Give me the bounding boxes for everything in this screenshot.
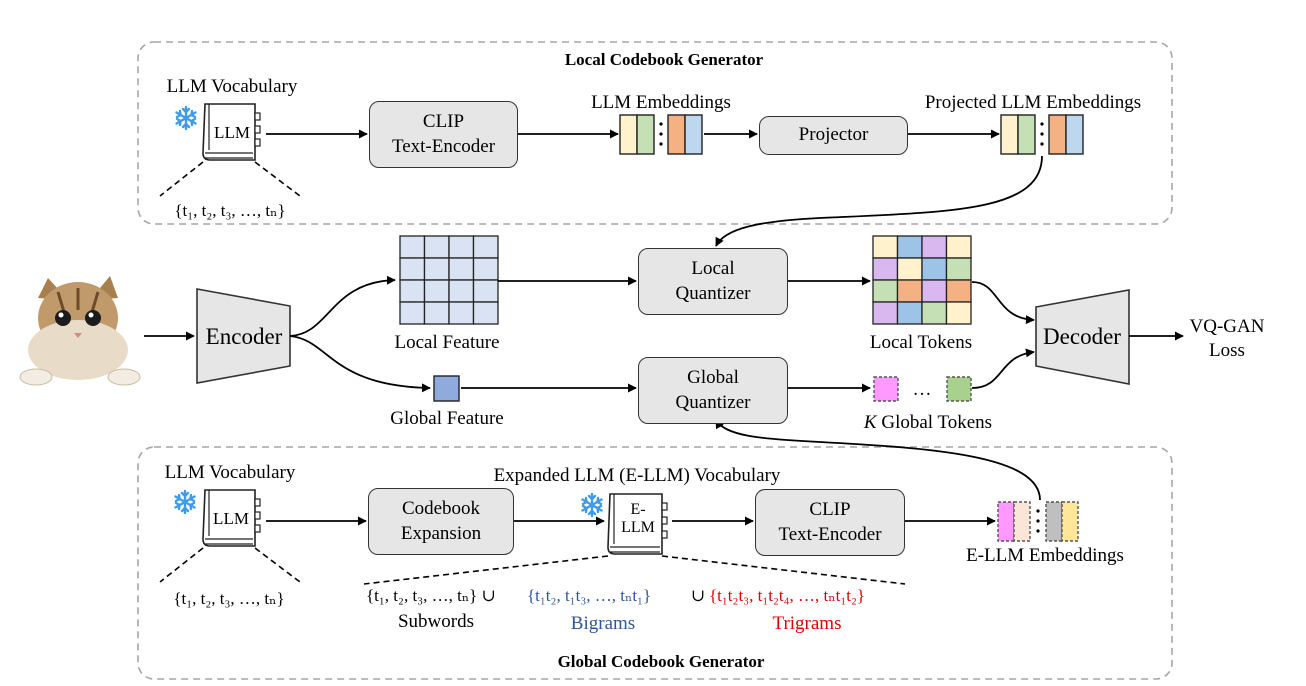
snowflake-frozen-icon (581, 492, 603, 518)
local-quantizer-block: Local Quantizer (638, 248, 788, 315)
token-set-bottom: {t₁, t₂, t₃, …, tₙ} (173, 589, 285, 608)
llm-book-label: LLM (214, 123, 250, 142)
k-global-tokens-label: K Global Tokens (863, 412, 993, 433)
local-token-cell (872, 301, 899, 325)
snowflake-frozen-icon (174, 489, 196, 515)
local-token-cell (945, 279, 972, 303)
local-feature-cell (423, 301, 450, 325)
global-token-first (873, 376, 899, 402)
llm-vocabulary-label: LLM Vocabulary (166, 76, 298, 97)
local-token-cell (896, 301, 923, 325)
local-token-cell (872, 257, 899, 281)
decoder-block (1035, 289, 1130, 385)
local-feature-cell (472, 235, 499, 259)
global-quantizer-block: Global Quantizer (638, 357, 788, 424)
llm-embeddings-icon (619, 114, 703, 155)
local-feature-cell (472, 279, 499, 303)
trigrams-label: Trigrams (772, 613, 842, 634)
local-token-cell (921, 257, 948, 281)
local-token-cell (945, 301, 972, 325)
global-codebook-generator-frame (137, 446, 1173, 680)
local-token-cell (921, 235, 948, 259)
local-codebook-generator-title: Local Codebook Generator (564, 50, 764, 69)
llm-book-label-bottom: LLM (213, 509, 249, 528)
arrow-projected-to-local-quantizer (715, 155, 1043, 247)
local-feature-cell (448, 279, 475, 303)
arrow-encoder-to-global-feature (289, 335, 431, 393)
local-token-cell (921, 279, 948, 303)
token-set-top: {t₁, t₂, t₃, …, tₙ} (174, 201, 286, 220)
local-feature-cell (472, 257, 499, 281)
local-token-cell (921, 301, 948, 325)
local-feature-cell (423, 279, 450, 303)
local-tokens-grid (872, 235, 972, 325)
local-feature-label: Local Feature (394, 332, 500, 353)
arrow-local-tokens-to-decoder (971, 281, 1035, 325)
local-token-cell (896, 257, 923, 281)
local-feature-cell (423, 235, 450, 259)
clip-text-encoder-top: CLIP Text-Encoder (369, 101, 518, 168)
encoder-label: Encoder (205, 324, 283, 349)
e-llm-embeddings-label: E-LLM Embeddings (966, 545, 1124, 566)
local-feature-cell (423, 257, 450, 281)
llm-embeddings-label: LLM Embeddings (591, 92, 731, 113)
local-token-cell (945, 257, 972, 281)
union-symbol: ∪ (691, 586, 706, 605)
local-token-cell (872, 235, 899, 259)
arrow-encoder-to-local-feature (289, 275, 396, 337)
llm-vocabulary-book-icon-bottom (202, 489, 261, 547)
expanded-llm-vocabulary-label: Expanded LLM (E-LLM) Vocabulary (493, 465, 781, 486)
subwords-label: Subwords (397, 611, 475, 632)
local-token-cell (872, 279, 899, 303)
llm-vocabulary-book-icon (202, 103, 261, 161)
e-llm-embeddings-icon (997, 501, 1079, 542)
bigrams-label: Bigrams (570, 613, 636, 634)
trigrams-set: {t₁t₂t₃, t₁t₂t₄, …, tₙt₁t₂} (709, 586, 866, 605)
projected-embeddings-icon (1000, 114, 1084, 155)
e-llm-vocabulary-book-icon (607, 493, 668, 555)
subwords-set: {t₁, t₂, t₃, …, tₙ} ∪ (366, 586, 496, 605)
arrow-global-tokens-to-decoder (971, 348, 1035, 389)
global-feature-label: Global Feature (390, 408, 504, 429)
local-feature-cell (399, 257, 426, 281)
e-llm-book-label-line1: E- (630, 501, 646, 518)
decoder-label: Decoder (1043, 324, 1121, 349)
bigrams-set: {t₁t₂, t₁t₃, …, tₙt₁} (527, 586, 652, 605)
arrow-e-llm-embeddings-to-global-quantizer (715, 419, 1041, 501)
local-feature-cell (472, 301, 499, 325)
global-token-last (946, 376, 972, 402)
vq-gan-loss-line1: VQ-GAN (1189, 316, 1265, 337)
snowflake-frozen-icon (175, 105, 197, 131)
local-token-cell (896, 279, 923, 303)
local-token-cell (896, 235, 923, 259)
projected-llm-embeddings-label: Projected LLM Embeddings (924, 92, 1142, 113)
cat-input-image (19, 276, 141, 386)
global-feature-cell (433, 375, 460, 402)
local-feature-cell (448, 235, 475, 259)
vq-gan-loss-line2: Loss (1209, 340, 1245, 361)
local-feature-cell (399, 235, 426, 259)
local-token-cell (945, 235, 972, 259)
local-feature-cell (448, 257, 475, 281)
llm-vocabulary-label-bottom: LLM Vocabulary (164, 462, 296, 483)
clip-text-encoder-bottom: CLIP Text-Encoder (755, 489, 905, 556)
codebook-expansion-block: Codebook Expansion (368, 488, 514, 555)
global-tokens-ellipsis: … (912, 379, 932, 400)
local-tokens-label: Local Tokens (869, 332, 973, 353)
e-llm-book-label-line2: LLM (621, 519, 655, 536)
encoder-block (196, 288, 291, 384)
projector-block: Projector (759, 116, 908, 155)
local-feature-cell (448, 301, 475, 325)
global-codebook-generator-title: Global Codebook Generator (557, 652, 765, 671)
local-feature-cell (399, 301, 426, 325)
local-feature-cell (399, 279, 426, 303)
local-feature-grid (399, 235, 499, 325)
